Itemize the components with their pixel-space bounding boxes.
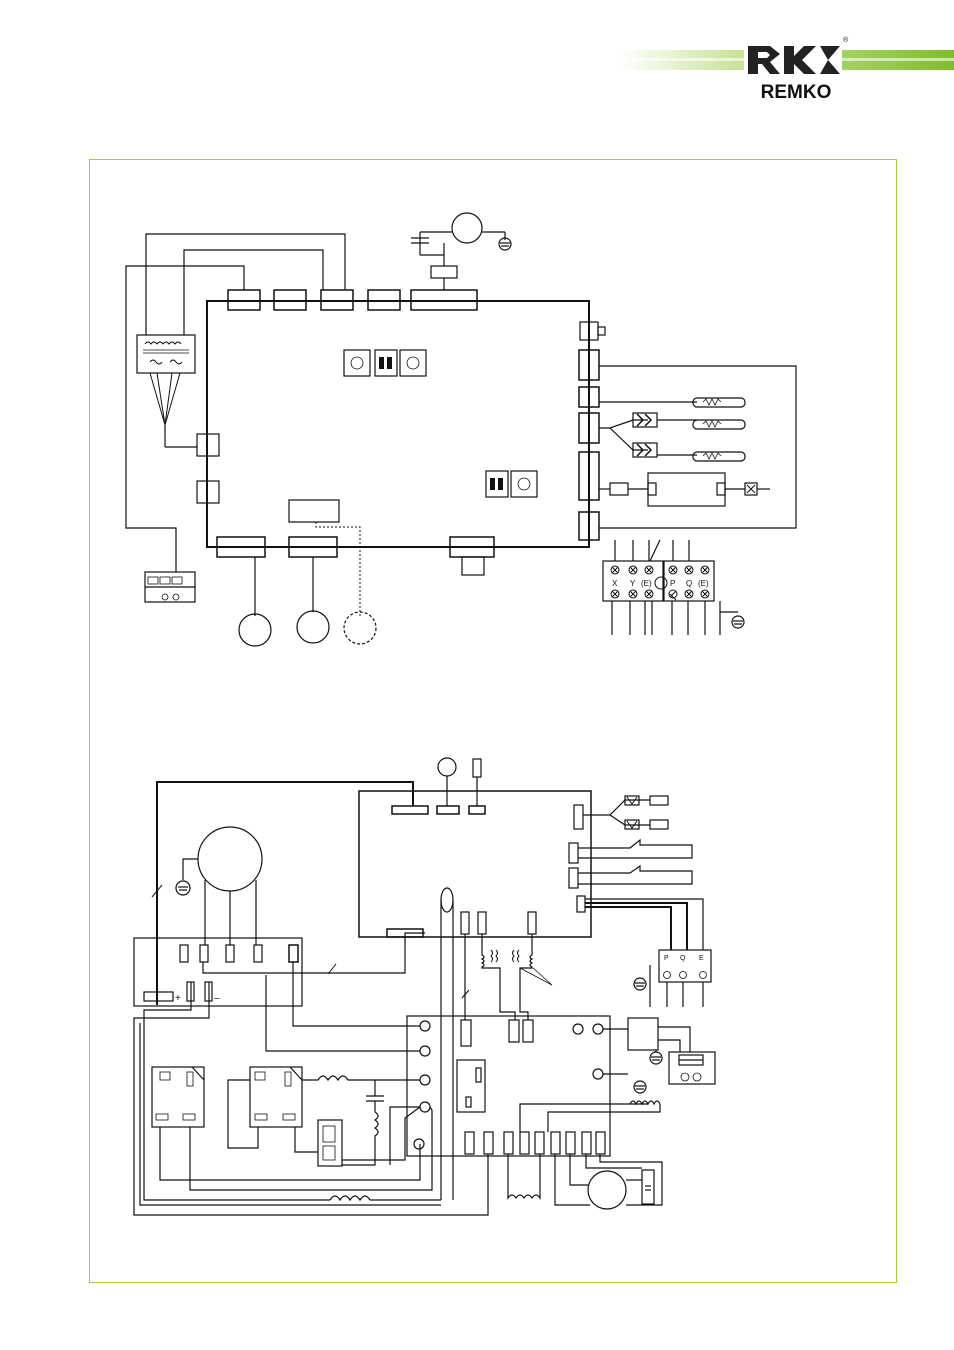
fan-connector bbox=[430, 265, 458, 279]
sensor-optional bbox=[343, 611, 377, 645]
relay-box bbox=[288, 499, 340, 523]
connector-valve bbox=[609, 482, 629, 496]
outdoor-control-pcb bbox=[358, 790, 592, 938]
inverter-module bbox=[133, 937, 303, 1007]
rectifier-2 bbox=[249, 1066, 303, 1128]
outdoor-sensor-small bbox=[472, 758, 482, 778]
outdoor-terminal-label-p: P bbox=[664, 955, 669, 962]
connector-top-3 bbox=[320, 289, 354, 311]
outdoor-unit-diagram: P Q E bbox=[133, 757, 716, 1216]
connector-right-6 bbox=[578, 511, 600, 541]
ground-icon bbox=[175, 880, 191, 896]
thermistor-2 bbox=[692, 419, 746, 430]
ground-icon bbox=[731, 615, 745, 629]
connector-bottom-1 bbox=[216, 536, 266, 558]
terminal-screws bbox=[610, 565, 710, 601]
ground-icon bbox=[498, 237, 512, 251]
connector-right-5 bbox=[578, 451, 600, 501]
ground-icon bbox=[633, 977, 647, 991]
rectifier-1 bbox=[151, 1066, 205, 1128]
indoor-unit-diagram: X Y (E) P Q (E) bbox=[125, 212, 797, 647]
power-supply-terminal bbox=[668, 1051, 716, 1085]
compressor bbox=[197, 826, 263, 892]
rotary-switch-3 bbox=[510, 470, 538, 498]
outdoor-terminal-label-e: E bbox=[699, 955, 704, 962]
sensor-1 bbox=[238, 613, 272, 647]
connector-left-2 bbox=[196, 480, 220, 504]
outdoor-terminal-block bbox=[658, 949, 712, 983]
brand-name: REMKO bbox=[760, 82, 832, 103]
connector-k2 bbox=[632, 442, 658, 458]
terminal-label-q: Q bbox=[686, 579, 692, 588]
dip-switch-1 bbox=[374, 349, 398, 377]
connector-top-2 bbox=[273, 289, 307, 311]
outdoor-fan-motor bbox=[587, 1170, 627, 1210]
outdoor-sensor-top bbox=[437, 757, 457, 777]
indoor-fan-motor bbox=[451, 212, 483, 244]
terminal-label-e1: (E) bbox=[641, 579, 652, 588]
terminal-label-y: Y bbox=[630, 579, 636, 588]
outdoor-terminal-label-q: Q bbox=[680, 955, 686, 962]
diagram-frame bbox=[89, 159, 897, 1283]
capacitor-relay bbox=[317, 1119, 343, 1167]
dip-switch-2 bbox=[485, 470, 509, 498]
rotary-switch-2 bbox=[399, 349, 427, 377]
terminal-label-p: P bbox=[670, 579, 675, 588]
ground-icon bbox=[633, 1080, 647, 1094]
registered-mark: ® bbox=[843, 37, 849, 44]
connector-right-3 bbox=[578, 386, 600, 408]
terminal-label-x: X bbox=[612, 579, 618, 588]
connector-top-4 bbox=[367, 289, 401, 311]
transformer bbox=[136, 334, 196, 374]
connector-left-1 bbox=[196, 433, 220, 457]
terminal-label-e2: (E) bbox=[698, 579, 709, 588]
svg-text:+: + bbox=[175, 993, 181, 1004]
thermistor-1 bbox=[692, 397, 746, 408]
thermistor-3 bbox=[692, 451, 746, 462]
indoor-pcb bbox=[206, 300, 590, 548]
svg-text:–: – bbox=[214, 993, 220, 1004]
connector-right-2 bbox=[578, 349, 600, 381]
ground-icon bbox=[649, 1051, 663, 1065]
sensor-2 bbox=[296, 610, 330, 644]
valve-unit bbox=[647, 472, 726, 507]
remko-logo-mark bbox=[744, 42, 842, 78]
rotary-switch-1 bbox=[343, 349, 371, 377]
